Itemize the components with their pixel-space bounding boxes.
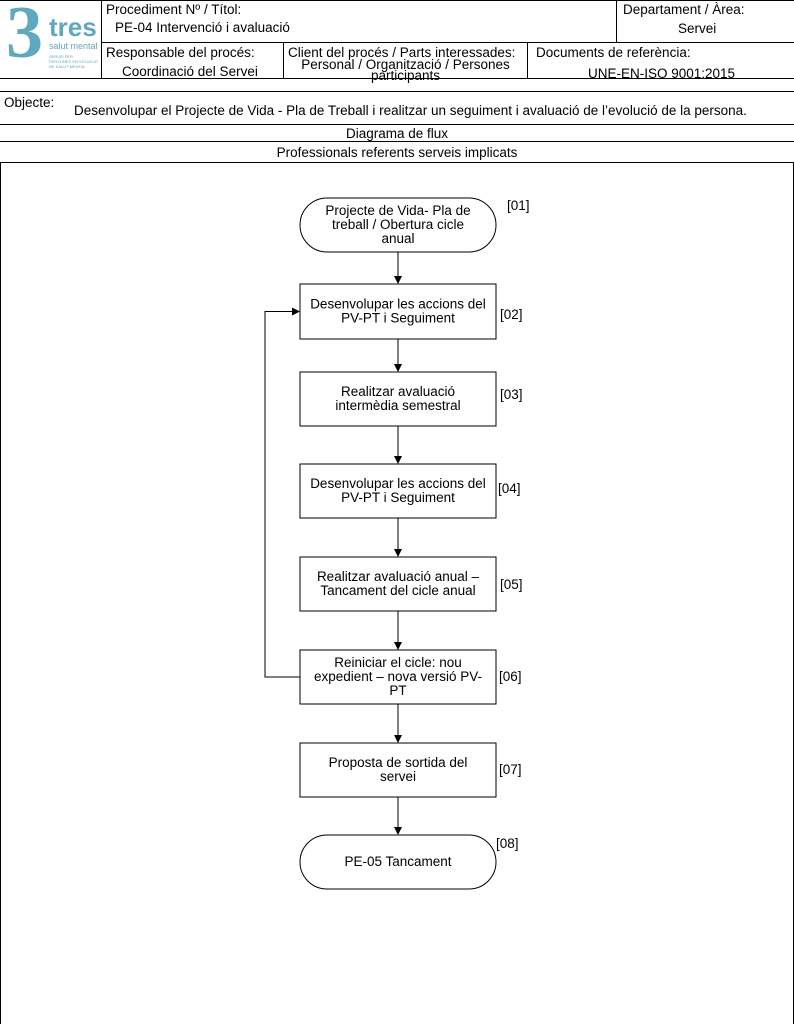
- client-value-line2: participants: [370, 68, 441, 83]
- process-box: [299, 371, 497, 427]
- flow-node-id: [02]: [500, 307, 523, 322]
- flow-node-text: anual: [381, 231, 414, 246]
- procedure-value: PE-04 Intervenció i avaluació: [115, 20, 290, 35]
- flow-node-id: [01]: [507, 198, 530, 213]
- logo-cell: 3 tres salut mental SERVEI PER PERSONES …: [0, 0, 102, 79]
- terminal-shape: [299, 197, 497, 253]
- responsible-cell: Responsable del procés: Coordinació del …: [101, 42, 284, 79]
- flow-node-id: [07]: [499, 762, 522, 777]
- professionals-label: Professionals referents serveis implicat…: [276, 145, 518, 160]
- process-box: [299, 556, 497, 612]
- responsible-label: Responsable del procés:: [106, 45, 255, 60]
- flow-node-text: Tancament del cicle anual: [320, 583, 475, 598]
- flow-node-text: Desenvolupar les accions del: [310, 297, 486, 312]
- flow-node-id: [04]: [498, 481, 521, 496]
- professionals-row: Professionals referents serveis implicat…: [0, 142, 794, 163]
- header-table: 3 tres salut mental SERVEI PER PERSONES …: [0, 0, 794, 92]
- process-box: [299, 283, 497, 340]
- logo-brand: tres: [49, 12, 97, 42]
- flow-node-8: PE-05 Tancament [08]: [299, 834, 519, 890]
- logo-small-line-1: SERVEI PER: [49, 54, 73, 59]
- client-label: Client del procés / Parts interessades:: [288, 45, 516, 60]
- flow-node-text: Proposta de sortida del: [329, 755, 468, 770]
- flow-node-text: PE-05 Tancament: [344, 854, 451, 869]
- flow-loop-arrow: [264, 307, 300, 678]
- flow-node-text: Desenvolupar les accions del: [310, 476, 486, 491]
- flow-node-text: treball / Obertura cicle: [332, 217, 464, 232]
- docs-cell: Documents de referència: UNE-EN-ISO 9001…: [527, 42, 794, 81]
- objective-row: Objecte: Desenvolupar el Projecte de Vid…: [0, 91, 794, 125]
- flow-node-id: [05]: [500, 577, 523, 592]
- diagram-title: Diagrama de flux: [345, 126, 449, 141]
- procedure-label: Procediment Nº / Títol:: [106, 2, 242, 17]
- flow-node-text: Realitzar avaluació: [341, 384, 455, 399]
- client-cell: Client del procés / Parts interessades: …: [283, 42, 528, 83]
- department-label: Departament / Àrea:: [623, 2, 745, 17]
- objective-label: Objecte:: [4, 95, 55, 110]
- process-box: [299, 463, 497, 519]
- logo-tagline: salut mental: [49, 41, 98, 51]
- flow-node-text: PT: [389, 683, 406, 698]
- flow-node-id: [06]: [499, 669, 522, 684]
- docs-value: UNE-EN-ISO 9001:2015: [588, 66, 736, 81]
- process-box: [299, 742, 497, 798]
- flow-node-id: [03]: [500, 387, 523, 402]
- objective-value: Desenvolupar el Projecte de Vida - Pla d…: [74, 103, 747, 118]
- logo-number: 3: [6, 0, 43, 74]
- process-box: [299, 649, 497, 705]
- procedure-cell: Procediment Nº / Títol: PE-04 Intervenci…: [101, 0, 617, 43]
- responsible-value: Coordinació del Servei: [122, 64, 258, 79]
- logo-small-line-3: DE SALUT MENTAL: [49, 64, 86, 69]
- flow-node-text: Realitzar avaluació anual –: [317, 569, 480, 584]
- logo-small-line-2: PERSONES EN SITUACIÓ: [49, 59, 98, 64]
- terminal-shape: [299, 834, 497, 890]
- flow-node-id: [08]: [496, 836, 519, 851]
- department-value: Servei: [678, 21, 717, 36]
- client-value-line1: Personal / Organització / Persones: [301, 57, 510, 72]
- flow-node-text: intermèdia semestral: [335, 398, 460, 413]
- flow-node-text: servei: [380, 769, 416, 784]
- flow-node-text: Projecte de Vida- Pla de: [325, 203, 470, 218]
- flow-node-text: PV-PT i Seguiment: [341, 311, 455, 326]
- flow-node-text: Reiniciar el cicle: nou: [334, 655, 462, 670]
- flow-node-text: PV-PT i Seguiment: [341, 490, 455, 505]
- diagram-title-row: Diagrama de flux: [0, 126, 794, 142]
- flow-node-5: Realitzar avaluació anual –Tancament del…: [299, 556, 523, 612]
- flow-node-text: expedient – nova versió PV-: [314, 669, 482, 684]
- docs-label: Documents de referència:: [536, 45, 691, 60]
